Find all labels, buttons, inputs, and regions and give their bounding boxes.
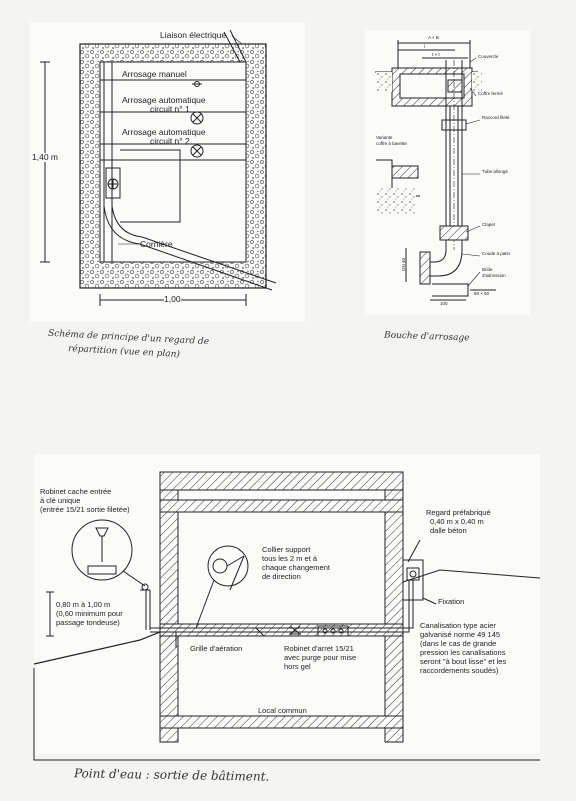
label-arrosage-auto-1: Arrosage automatique [122, 95, 206, 105]
label-robinet-cache-2: à clé unique [40, 496, 81, 505]
label-regard-prefab-1: Regard préfabriqué [426, 508, 491, 517]
label-robinet-arret-1: Robinet d'arret 15/21 [284, 644, 354, 653]
label-collier-2: tous les 2 m et à [262, 554, 318, 563]
label-arrosage-manuel: Arrosage manuel [122, 69, 187, 79]
label-coffre-ferme: Coffre fermé [478, 91, 503, 96]
sortie-drawing [33, 471, 541, 761]
label-robinet-cache-3: (entrée 15/21 sortie filetée) [40, 505, 130, 514]
label-collier-4: de direction [262, 572, 301, 581]
label-regard-prefab-3: dalle béton [430, 526, 467, 535]
label-liaison-electrique: Liaison électrique [160, 30, 227, 40]
bouche-drawing [375, 40, 496, 301]
label-canalisation-3: (dans le cas de grande [420, 639, 497, 648]
label-hauteur-2: (0,60 minimum pour [56, 609, 123, 618]
label-couvercle: Couvercle [478, 54, 499, 59]
label-robinet-arret-3: hors gel [284, 662, 311, 671]
label-bride: Bride [482, 267, 493, 272]
label-canalisation-2: galvanisé norme 49 145 [420, 630, 501, 639]
label-canalisation-4: pression les canalisations [420, 648, 506, 657]
label-collier-1: Collier support [262, 545, 311, 554]
label-canalisation-5: seront "à bout lisse" et les [420, 657, 507, 666]
label-robinet-arret-2: avec purge pour mise [284, 653, 357, 662]
dim-l: l [424, 44, 425, 49]
label-admission: d'admission [482, 273, 506, 278]
label-robinet-cache-1: Robinet cache entrée [40, 487, 112, 496]
label-clapet: Clapet [482, 222, 496, 227]
label-coude-patin: Coude à patin [482, 251, 511, 256]
label-hauteur-1: 0,80 m à 1,00 m [56, 600, 111, 609]
label-coffre-bavette: coffre à bavette [376, 141, 407, 146]
label-tube-allonge: Tube allongé [482, 169, 508, 174]
label-local-commun: Local commun [258, 706, 307, 715]
label-grille-aeration: Grille d'aération [190, 644, 243, 653]
dim-dn40: DN 40 [401, 257, 407, 271]
leader-lines [118, 35, 481, 287]
label-circuit-1: circuit n° 1 [150, 104, 190, 114]
dim-width: 1,00 [164, 294, 181, 304]
label-regard-prefab-2: 0,40 m x 0,40 m [430, 517, 484, 526]
label-variante: Variante [376, 135, 393, 140]
dim-t-x-t: t × t [432, 52, 440, 57]
label-fixation: Fixation [438, 597, 465, 606]
label-circuit-2: circuit n° 2 [150, 136, 190, 146]
label-corniere: Cornière [140, 239, 173, 249]
dim-50x50: 50 × 50 [474, 291, 490, 296]
dim-a-x-b: A × B [428, 35, 439, 40]
label-canalisation-1: Canalisation type acier [420, 621, 496, 630]
label-arrosage-auto-2: Arrosage automatique [122, 127, 206, 137]
label-hauteur-3: passage tondeuse) [56, 618, 120, 627]
regard-drawing [40, 29, 277, 306]
label-collier-3: chaque changement [262, 563, 330, 572]
label-raccord-filete: Raccord fileté [482, 115, 510, 120]
dim-100: 100 [440, 301, 448, 306]
label-canalisation-6: raccordements soudés) [420, 666, 499, 675]
dim-height: 1,40 m [32, 152, 58, 162]
